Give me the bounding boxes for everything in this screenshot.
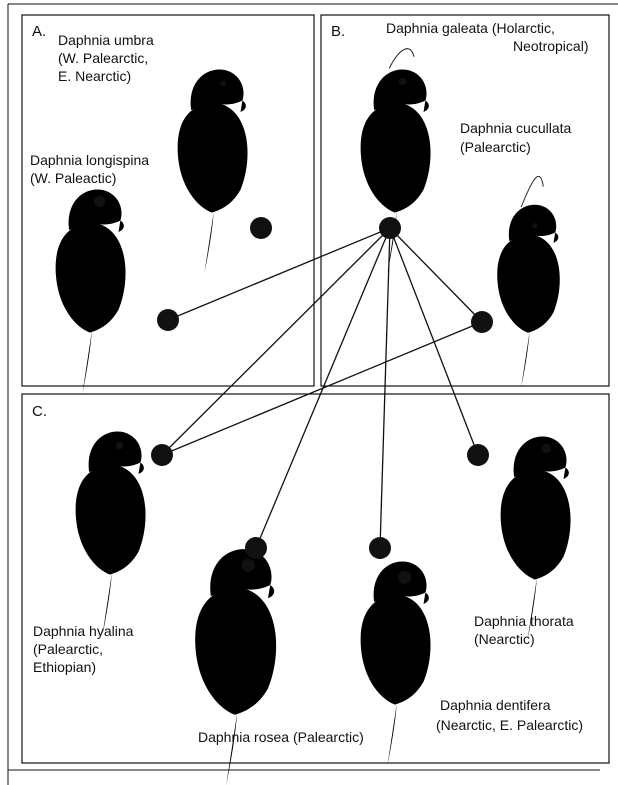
label-daphnia-hyalina: Daphnia hyalina (Palearctic, Ethiopian) xyxy=(33,623,137,675)
node-hyalina xyxy=(151,444,173,466)
label-daphnia-dentifera: Daphnia dentifera (Nearctic, E. Palearct… xyxy=(436,697,583,733)
node-cucullata xyxy=(471,311,493,333)
link-galeata-cucullata xyxy=(390,228,482,322)
panel-b-label: B. xyxy=(331,23,345,40)
node-dentifera xyxy=(369,537,391,559)
label-hyalina-line-1: Daphnia hyalina xyxy=(33,623,134,639)
label-galeata-line-1: Daphnia galeata (Holarctic, xyxy=(386,20,555,36)
label-rosea-line-1: Daphnia rosea (Palearctic) xyxy=(198,729,364,745)
label-hyalina-line-2: (Palearctic, xyxy=(33,641,103,657)
panel-b-box xyxy=(321,15,609,386)
label-cucullata-line-1: Daphnia cucullata xyxy=(460,120,572,136)
label-hyalina-line-3: Ethiopian) xyxy=(33,659,96,675)
label-cucullata-line-2: (Palearctic) xyxy=(460,139,531,155)
daphnia-umbra-drawing xyxy=(178,70,266,274)
label-galeata-line-2: Neotropical) xyxy=(513,38,588,54)
node-rosea xyxy=(245,537,267,559)
panel-c-label: C. xyxy=(32,403,47,420)
label-umbra-line-3: E. Nearctic) xyxy=(58,68,131,84)
label-umbra-line-1: Daphnia umbra xyxy=(58,32,154,48)
daphnia-dentifera-drawing xyxy=(361,562,449,766)
label-longispina-line-1: Daphnia longispina xyxy=(30,152,149,168)
label-thorata-line-1: Daphnia thorata xyxy=(474,613,574,629)
daphnia-cucullata-drawing xyxy=(497,176,575,387)
label-daphnia-rosea: Daphnia rosea (Palearctic) xyxy=(198,729,364,745)
daphnia-longispina-drawing xyxy=(56,190,144,394)
label-daphnia-longispina: Daphnia longispina (W. Paleactic) xyxy=(30,152,153,186)
daphnia-hyalina-drawing xyxy=(76,432,164,636)
node-thorata xyxy=(467,444,489,466)
label-umbra-line-2: (W. Palearctic, xyxy=(58,50,148,66)
link-cucullata-hyalina xyxy=(162,322,482,455)
daphnia-rosea-drawing xyxy=(195,549,296,785)
link-galeata-dentifera xyxy=(380,228,390,548)
label-dentifera-line-1: Daphnia dentifera xyxy=(440,697,551,713)
daphnia-galeata-drawing xyxy=(361,49,449,274)
panel-a-label: A. xyxy=(32,23,46,40)
daphnia-thorata-drawing xyxy=(501,437,589,641)
label-thorata-line-2: (Nearctic) xyxy=(474,631,535,647)
node-umbra xyxy=(250,217,272,239)
label-daphnia-thorata: Daphnia thorata (Nearctic) xyxy=(474,613,578,647)
node-galeata xyxy=(379,217,401,239)
label-longispina-line-2: (W. Paleactic) xyxy=(30,170,116,186)
label-daphnia-cucullata: Daphnia cucullata (Palearctic) xyxy=(460,120,575,155)
node-longispina xyxy=(157,309,179,331)
link-galeata-hyalina xyxy=(162,228,390,455)
label-daphnia-galeata: Daphnia galeata (Holarctic, Neotropical) xyxy=(386,20,588,54)
label-daphnia-umbra: Daphnia umbra (W. Palearctic, E. Nearcti… xyxy=(58,32,158,84)
label-dentifera-line-2: (Nearctic, E. Palearctic) xyxy=(436,717,583,733)
